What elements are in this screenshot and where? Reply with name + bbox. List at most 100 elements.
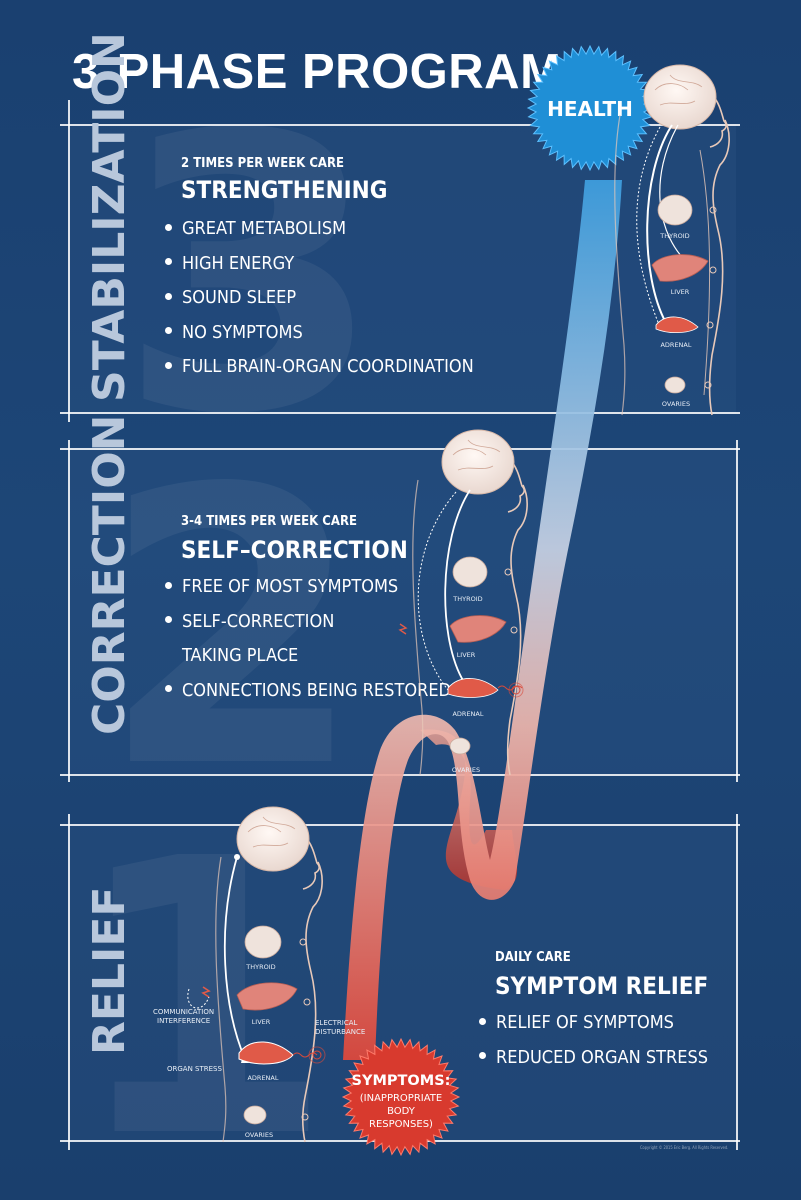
bullet-dot (165, 685, 172, 692)
body-silhouette (506, 484, 528, 776)
joint-marker (504, 568, 512, 576)
face-profile (302, 836, 320, 890)
ovaries-icon (449, 737, 471, 755)
callout-electrical: DISTURBANCE (315, 1028, 365, 1036)
bullet-dot (165, 616, 172, 623)
disturbance-icon (508, 682, 524, 698)
organ-label: THYROID (452, 595, 482, 603)
phase-number-1: 1 (70, 778, 335, 1200)
spine-line (699, 149, 711, 396)
correction-heading: SELF–CORRECTION (181, 536, 408, 564)
bullet-text: CONNECTIONS BEING RESTORED (182, 679, 452, 701)
frame-line (68, 440, 70, 782)
callout-organ-stress: ORGAN STRESS (167, 1065, 222, 1073)
brain-icon (643, 64, 717, 130)
thyroid-icon (244, 925, 282, 959)
stabilization-heading: STRENGTHENING (181, 176, 388, 204)
organ-label: THYROID (659, 232, 689, 240)
liver-icon (651, 254, 709, 282)
thyroid-icon (452, 556, 488, 588)
relief-frequency: DAILY CARE (495, 950, 571, 965)
nerve-arrow (646, 124, 673, 324)
disturbance-icon (511, 685, 521, 695)
bullet-dot (165, 223, 172, 231)
stabilization-bullets: GREAT METABOLISM HIGH ENERGY SOUND SLEEP… (165, 212, 474, 385)
list-item: FREE OF MOST SYMPTOMS (165, 570, 451, 605)
interference-spark-icon (398, 623, 408, 635)
body-figure-correction: THYROID LIVER ADRENAL OVARIES (398, 429, 528, 776)
bullet-text: TAKING PLACE (182, 645, 299, 666)
organ-label: OVARIES (452, 766, 480, 774)
callout-electrical: ELECTRICAL (315, 1019, 358, 1027)
nerve-arrow (417, 491, 457, 691)
ovaries-icon (243, 1105, 267, 1125)
frame-line (736, 814, 738, 1150)
body-silhouette (215, 856, 227, 1143)
organ-label: THYROID (245, 963, 275, 971)
nerve-arrow (187, 988, 210, 1009)
brain-folds (452, 439, 501, 471)
stabilization-frequency: 2 TIMES PER WEEK CARE (181, 156, 344, 171)
disturbance-icon (312, 1050, 322, 1060)
brain-folds (247, 816, 296, 848)
brain-folds (654, 74, 703, 106)
joint-marker (704, 381, 712, 389)
bullet-text: SELF-CORRECTION (182, 610, 335, 632)
bullet-dot (165, 361, 172, 369)
callout-communication: INTERFERENCE (157, 1017, 210, 1025)
joint-marker (303, 998, 311, 1006)
bullet-text: GREAT METABOLISM (182, 218, 347, 239)
organ-label: OVARIES (662, 400, 690, 408)
callout-communication: COMMUNICATION (153, 1008, 214, 1016)
organ-label: LIVER (671, 288, 690, 296)
thyroid-icon (657, 194, 693, 226)
organ-label: LIVER (457, 651, 476, 659)
bullet-text: NO SYMPTOMS (182, 321, 303, 343)
list-item: GREAT METABOLISM (165, 212, 474, 247)
ovaries-icon (664, 376, 686, 394)
page-title: 3-PHASE PROGRAM (72, 45, 562, 99)
body-silhouette (614, 114, 626, 416)
body-silhouette (301, 861, 323, 1143)
health-burst: HEALTH (526, 44, 654, 172)
joint-marker (706, 321, 714, 329)
joint-marker (709, 266, 717, 274)
correction-panel (68, 448, 736, 774)
disturbance-icon (308, 1046, 326, 1064)
nerve-arrow (636, 126, 661, 328)
frame-line (60, 448, 740, 450)
body-silhouette (708, 119, 730, 416)
body-silhouette (412, 479, 424, 776)
list-item: TAKING PLACE (165, 639, 451, 674)
list-item: REDUCED ORGAN STRESS (479, 1041, 708, 1076)
frame-line (68, 814, 70, 1150)
interference-spark-icon (201, 986, 211, 998)
bullet-text: HIGH ENERGY (182, 252, 295, 274)
body-figure-stabilization: THYROID LIVER ADRENAL OVARIES (614, 64, 730, 416)
brain-icon (236, 806, 310, 872)
bullet-text: REDUCED ORGAN STRESS (496, 1046, 709, 1068)
bullet-text: FREE OF MOST SYMPTOMS (182, 576, 399, 597)
bullet-dot (165, 327, 172, 334)
bullet-dot (165, 258, 172, 265)
joint-marker (709, 206, 717, 214)
organ-label: ADRENAL (660, 341, 691, 349)
organ-label: LIVER (252, 1018, 271, 1026)
joint-marker (299, 938, 307, 946)
frame-line (60, 412, 740, 414)
organ-label: ADRENAL (452, 710, 483, 718)
correction-bullets: FREE OF MOST SYMPTOMS SELF-CORRECTION TA… (165, 570, 451, 708)
body-figure-relief: THYROID LIVER ADRENAL OVARIES COMMUNICAT… (153, 806, 365, 1143)
face-profile (709, 94, 727, 148)
relief-bullets: RELIEF OF SYMPTOMS REDUCED ORGAN STRESS (479, 1006, 708, 1075)
bullet-dot (165, 581, 172, 589)
list-item: RELIEF OF SYMPTOMS (479, 1006, 708, 1041)
nerve-arrow (444, 489, 471, 683)
frame-line (60, 824, 740, 826)
frame-line (68, 100, 70, 422)
list-item: FULL BRAIN-ORGAN COORDINATION (165, 350, 474, 385)
bullet-dot (479, 1017, 486, 1025)
face-profile (507, 459, 525, 513)
